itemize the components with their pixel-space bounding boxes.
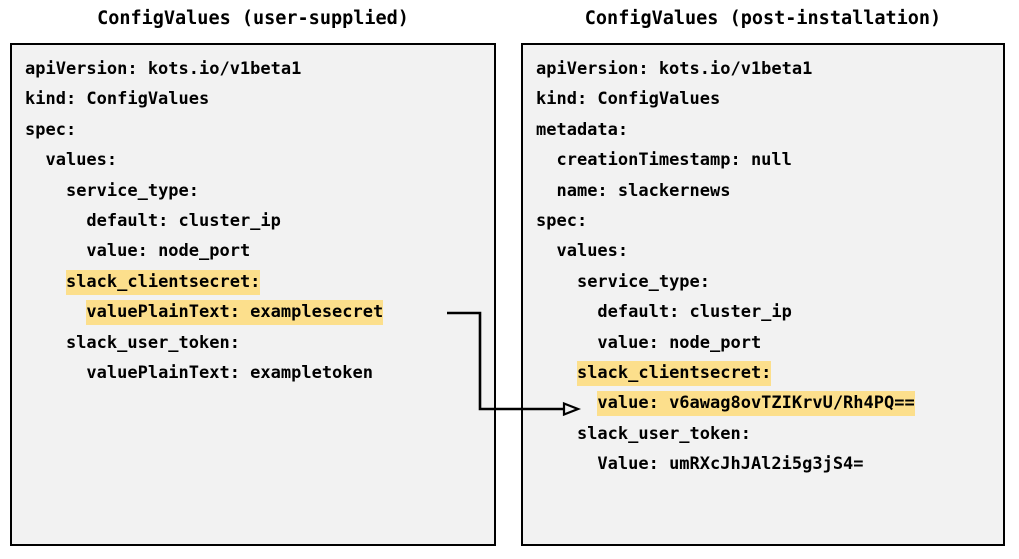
code-indent <box>25 333 66 353</box>
code-text: values: <box>556 241 629 262</box>
code-text: apiVersion: kots.io/v1beta1 <box>25 59 302 79</box>
code-text: value: node_port <box>86 241 251 262</box>
code-line: valuePlainText: examplesecret <box>25 297 494 327</box>
code-indent <box>25 302 86 322</box>
code-indent <box>536 241 556 261</box>
code-line: default: cluster_ip <box>536 297 1003 327</box>
code-indent <box>25 150 45 170</box>
code-line: service_type: <box>536 267 1003 297</box>
code-text: service_type: <box>576 271 711 292</box>
code-line: name: slackernews <box>536 176 1003 206</box>
code-text: value: v6awag8ovTZIKrvU/Rh4PQ== <box>597 391 915 417</box>
code-line: value: node_port <box>536 328 1003 358</box>
code-text: slack_clientsecret: <box>65 269 261 295</box>
code-indent <box>536 150 556 170</box>
code-line: metadata: <box>536 115 1003 145</box>
code-text: default: cluster_ip <box>86 210 281 231</box>
code-text: service_type: <box>65 180 200 201</box>
code-text: slack_user_token: <box>65 332 240 353</box>
code-text: kind: ConfigValues <box>536 89 721 110</box>
code-indent <box>536 302 597 322</box>
code-text: slack_user_token: <box>576 423 751 444</box>
code-indent <box>536 454 597 474</box>
code-line: value: v6awag8ovTZIKrvU/Rh4PQ== <box>536 388 1003 418</box>
code-line: default: cluster_ip <box>25 206 494 236</box>
code-indent <box>25 272 66 292</box>
right-panel-box: apiVersion: kots.io/v1beta1 kind: ConfigV… <box>521 43 1005 546</box>
code-indent <box>25 363 86 383</box>
code-indent <box>25 181 66 201</box>
code-indent <box>536 363 577 383</box>
code-indent <box>536 393 597 413</box>
right-panel-code: apiVersion: kots.io/v1beta1 kind: ConfigV… <box>536 54 1003 479</box>
code-line: slack_clientsecret: <box>536 358 1003 388</box>
right-panel-title: ConfigValues (post-installation) <box>584 8 942 29</box>
code-line: apiVersion: kots.io/v1beta1 <box>536 54 1003 84</box>
code-text: valuePlainText: examplesecret <box>86 300 384 326</box>
code-line: Value: umRXcJhJAl2i5g3jS4= <box>536 449 1003 479</box>
code-text: values: <box>45 150 118 171</box>
code-line: kind: ConfigValues <box>536 84 1003 114</box>
code-text: spec: <box>25 119 77 140</box>
code-indent <box>25 241 86 261</box>
code-text: slack_clientsecret: <box>576 360 772 386</box>
code-text: default: cluster_ip <box>597 302 792 323</box>
code-text: spec: <box>536 210 588 231</box>
code-text: metadata: <box>536 119 629 140</box>
code-text: name: slackernews <box>556 180 731 201</box>
code-text: Value: umRXcJhJAl2i5g3jS4= <box>597 454 864 475</box>
code-indent <box>536 333 597 353</box>
left-panel-title: ConfigValues (user-supplied) <box>97 8 409 29</box>
code-text: creationTimestamp: null <box>556 150 792 171</box>
code-indent <box>536 272 577 292</box>
code-text: kind: ConfigValues <box>25 89 210 110</box>
left-panel: ConfigValues (user-supplied) apiVersion:… <box>10 8 496 546</box>
code-line: slack_clientsecret: <box>25 267 494 297</box>
left-panel-box: apiVersion: kots.io/v1beta1 kind: ConfigV… <box>10 43 496 546</box>
right-panel: ConfigValues (post-installation) apiVers… <box>521 8 1005 546</box>
code-line: creationTimestamp: null <box>536 145 1003 175</box>
code-line: value: node_port <box>25 236 494 266</box>
code-line: slack_user_token: <box>25 328 494 358</box>
code-line: values: <box>536 236 1003 266</box>
code-line: slack_user_token: <box>536 419 1003 449</box>
left-panel-code: apiVersion: kots.io/v1beta1 kind: ConfigV… <box>25 54 494 388</box>
code-indent <box>25 211 86 231</box>
code-line: values: <box>25 145 494 175</box>
code-line: apiVersion: kots.io/v1beta1 <box>25 54 494 84</box>
code-line: spec: <box>536 206 1003 236</box>
code-line: spec: <box>25 115 494 145</box>
code-line: service_type: <box>25 176 494 206</box>
code-text: valuePlainText: exampletoken <box>86 362 373 383</box>
code-indent <box>536 181 556 201</box>
code-line: kind: ConfigValues <box>25 84 494 114</box>
code-text: apiVersion: kots.io/v1beta1 <box>536 59 813 79</box>
code-indent <box>536 424 577 444</box>
code-line: valuePlainText: exampletoken <box>25 358 494 388</box>
code-text: value: node_port <box>597 332 762 353</box>
